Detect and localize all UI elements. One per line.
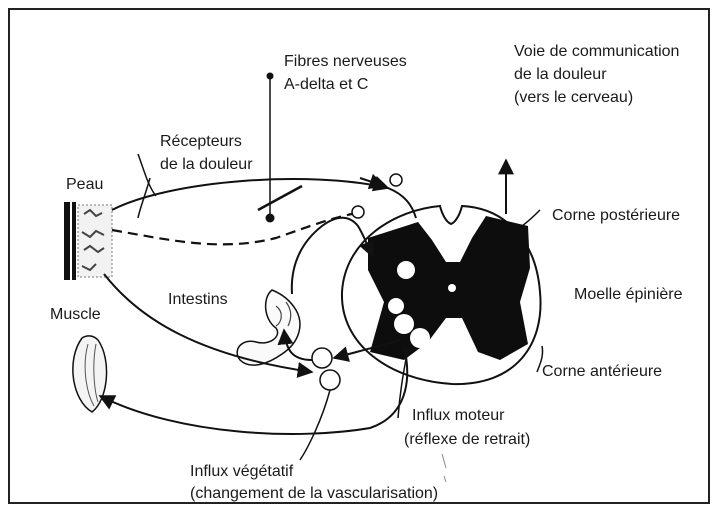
autonomic-ganglion-2 — [320, 370, 340, 390]
label-influx-vegetatif-line2: (changement de la vascularisation) — [190, 484, 438, 503]
label-recepteurs-line1: Récepteurs — [160, 132, 242, 151]
ganglion-upper — [390, 174, 402, 186]
sensory-fibre-solid — [112, 179, 416, 218]
neuron-middle-1 — [388, 298, 404, 314]
autonomic-ganglion-1 — [312, 348, 332, 368]
central-canal — [448, 284, 456, 292]
label-corne-anterieure: Corne antérieure — [542, 362, 662, 381]
skin-block — [64, 202, 112, 280]
neuron-posterior — [397, 261, 415, 279]
label-muscle: Muscle — [50, 305, 101, 324]
neuron-middle-2 — [394, 314, 414, 334]
ganglion-lower — [352, 206, 364, 218]
label-voie-line1: Voie de communication — [514, 42, 679, 61]
label-influx-moteur-line2: (réflexe de retrait) — [404, 430, 530, 449]
label-fibres-line2: A-delta et C — [284, 75, 368, 94]
neuron-anterior — [410, 328, 430, 348]
label-fibres-line1: Fibres nerveuses — [284, 52, 407, 71]
muscle-shape — [73, 336, 107, 412]
label-corne-posterieure: Corne postérieure — [552, 206, 680, 225]
label-moelle-epiniere: Moelle épinière — [574, 285, 683, 304]
sensory-fibre-dashed — [112, 214, 352, 244]
label-voie-line3: (vers le cerveau) — [514, 88, 633, 107]
label-intestins: Intestins — [168, 290, 228, 309]
label-influx-vegetatif-line1: Influx végétatif — [190, 462, 293, 481]
label-influx-moteur-line1: Influx moteur — [412, 406, 504, 425]
intestine-shape — [237, 290, 300, 365]
label-peau: Peau — [66, 175, 103, 194]
label-voie-line2: de la douleur — [514, 65, 607, 84]
label-recepteurs-line2: de la douleur — [160, 155, 253, 174]
